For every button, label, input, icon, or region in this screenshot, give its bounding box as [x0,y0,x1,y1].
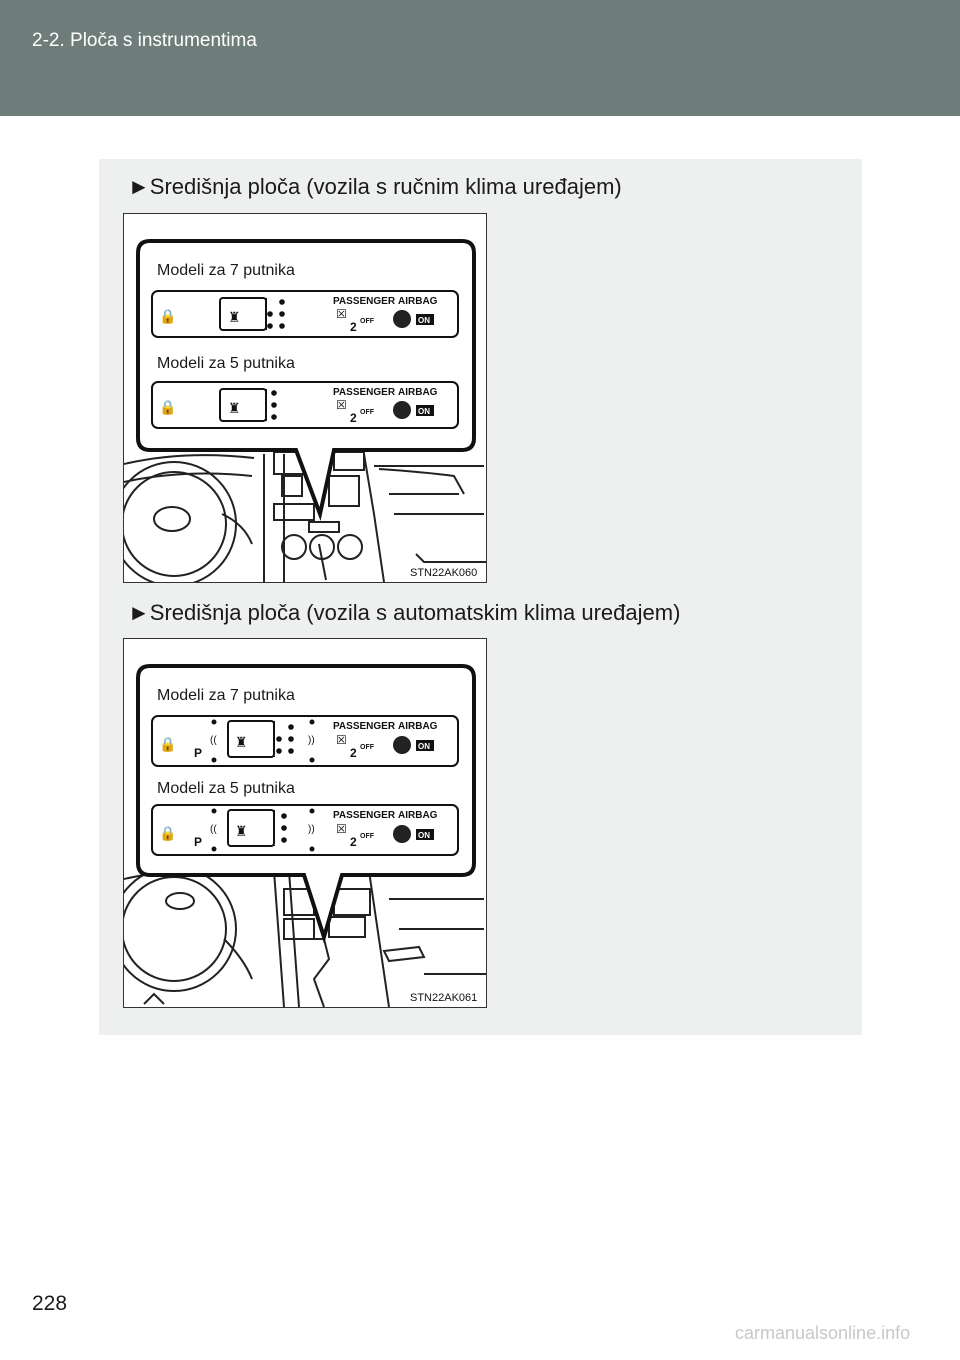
figure-manual-ac-illustration: Modeli za 7 putnika Modeli za 5 putnika … [124,239,486,582]
sensor-wave-right-icon: )) [308,735,315,746]
chapter-title: 2-2. Ploča s instrumentima [32,30,257,51]
figure-manual-ac: Modeli za 7 putnika Modeli za 5 putnika … [123,213,487,583]
on-text: ON [418,316,430,325]
seat-number: 2 [350,411,357,425]
airbag-on-icon [393,401,411,419]
figure-auto-ac-illustration: Modeli za 7 putnika Modeli za 5 putnika … [124,664,486,1007]
seatbelt-icon: ♜ [228,400,241,416]
airbag-on-icon [393,736,411,754]
figure-code: STN22AK060 [410,567,477,579]
passenger-airbag-off-icon: ☒ [336,822,347,836]
indicator-panel-5-seat: 🔒 P (( ♜ )) PASSENGER AIRBAG ☒ 2 OFF ON [151,804,459,856]
sensor-wave-left-icon: (( [210,824,217,835]
sensor-wave-right-icon: )) [308,824,315,835]
off-text: OFF [360,318,375,325]
seat-number: 2 [350,746,357,760]
parking-sensor-text: P [194,835,202,849]
on-text: ON [418,407,430,416]
indicator-panel-7-seat: 🔒 ♜ PASSENGER AIRBAG ☒ 2 OFF ON [151,290,459,338]
airbag-text: AIRBAG [398,810,438,821]
indicator-panel-5-seat: 🔒 ♜ PASSENGER AIRBAG ☒ 2 OFF ON [151,381,459,429]
airbag-text: AIRBAG [398,296,438,307]
parking-sensor-text: P [194,746,202,760]
figure-code: STN22AK061 [410,992,477,1004]
airbag-on-icon [393,310,411,328]
dashboard-lineart [124,866,486,1007]
seatbelt-icon: ♜ [228,309,241,325]
on-text: ON [418,831,430,840]
seat-number: 2 [350,320,357,334]
seat-number: 2 [350,835,357,849]
indicator-panel-7-seat: 🔒 P (( ♜ )) PASSENGER AIRBAG ☒ 2 OFF ON [151,715,459,767]
label-5-seat: Modeli za 5 putnika [157,780,295,797]
on-text: ON [418,742,430,751]
off-text: OFF [360,409,375,416]
sensor-wave-left-icon: (( [210,735,217,746]
door-lock-icon: 🔒 [159,308,176,325]
off-text: OFF [360,744,375,751]
label-5-seat: Modeli za 5 putnika [157,355,295,372]
dashboard-lineart [124,451,486,582]
passenger-text: PASSENGER [333,387,396,398]
label-7-seat: Modeli za 7 putnika [157,687,295,704]
section-heading-auto-ac: ►Središnja ploča (vozila s automatskim k… [128,600,681,625]
door-lock-icon: 🔒 [159,736,176,753]
passenger-airbag-off-icon: ☒ [336,398,347,412]
label-7-seat: Modeli za 7 putnika [157,262,295,279]
seatbelt-icon: ♜ [235,734,248,750]
passenger-airbag-off-icon: ☒ [336,733,347,747]
passenger-text: PASSENGER [333,721,396,732]
airbag-text: AIRBAG [398,387,438,398]
watermark: carmanualsonline.info [735,1323,911,1343]
off-text: OFF [360,833,375,840]
figure-auto-ac: Modeli za 7 putnika Modeli za 5 putnika … [123,638,487,1008]
airbag-text: AIRBAG [398,721,438,732]
passenger-airbag-off-icon: ☒ [336,307,347,321]
door-lock-icon: 🔒 [159,399,176,416]
page-number: 228 [32,1292,68,1315]
chapter-header: 2-2. Ploča s instrumentima [0,0,960,116]
airbag-on-icon [393,825,411,843]
section-heading-manual-ac: ►Središnja ploča (vozila s ručnim klima … [128,174,622,199]
callout-bubble [136,664,476,944]
passenger-text: PASSENGER [333,296,396,307]
passenger-text: PASSENGER [333,810,396,821]
door-lock-icon: 🔒 [159,825,176,842]
seatbelt-icon: ♜ [235,823,248,839]
